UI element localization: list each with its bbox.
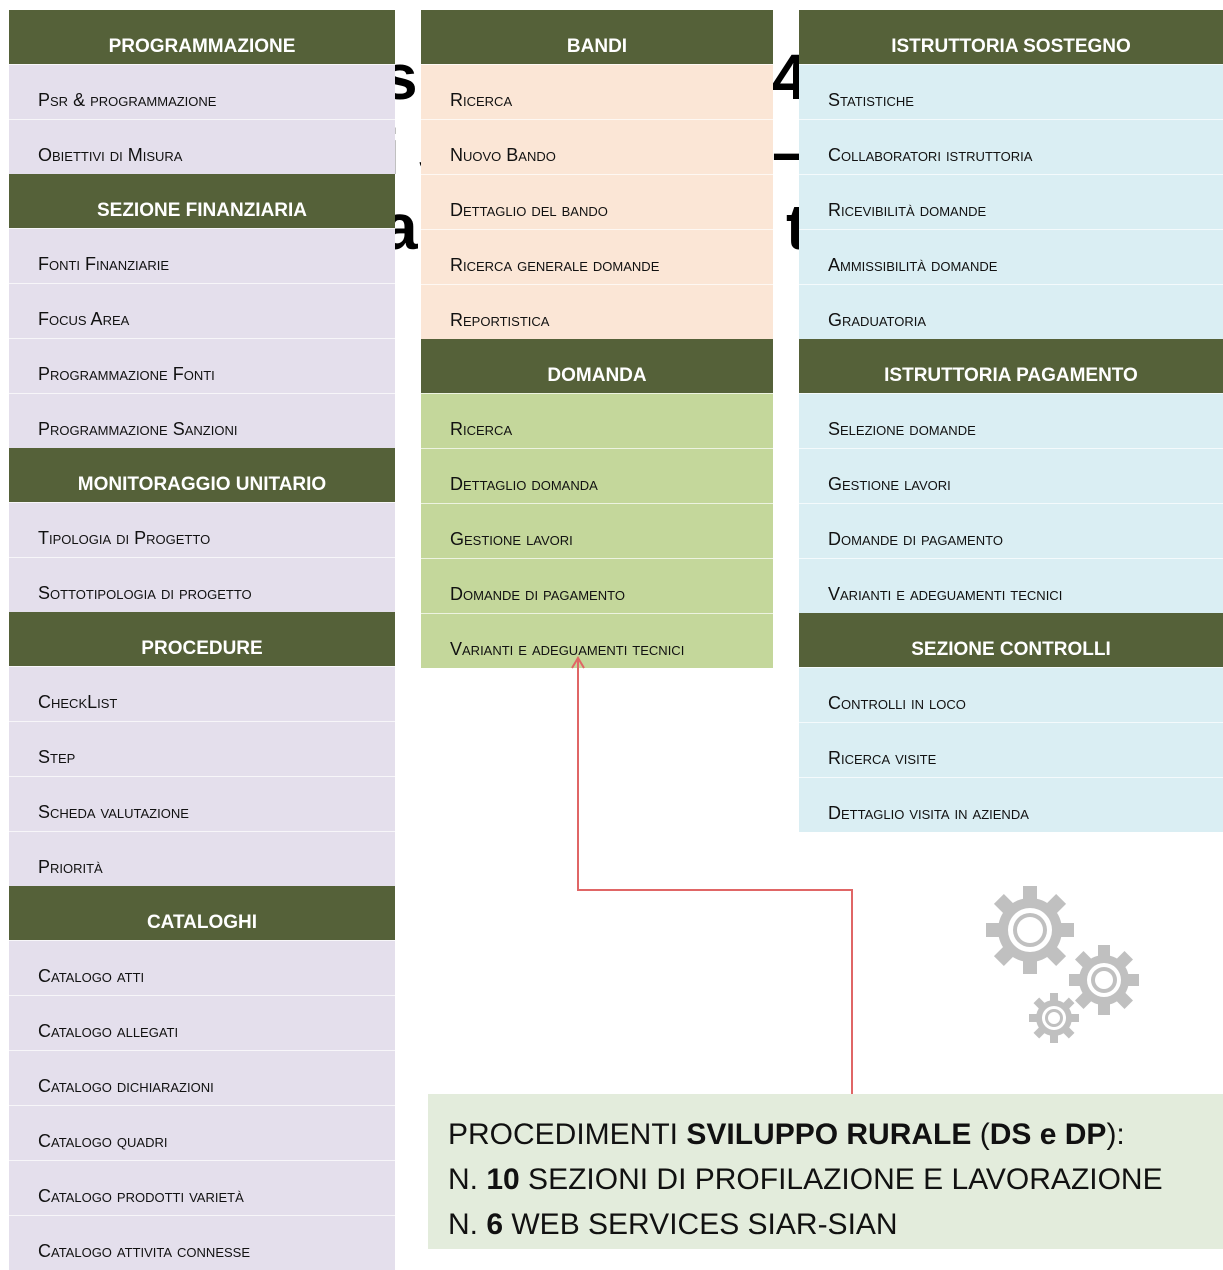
menu-item-fonti-finanziarie[interactable]: Fonti Finanziarie — [9, 228, 395, 283]
summary-line-1-mid: ( — [971, 1118, 990, 1151]
menu-item-catalogo-quadri[interactable]: Catalogo quadri — [9, 1105, 395, 1160]
menu-item-checklist[interactable]: CheckList — [9, 666, 395, 721]
menu-item-graduatoria[interactable]: Graduatoria — [799, 284, 1223, 339]
menu-item-domanda-gestione-lavori[interactable]: Gestione lavori — [421, 503, 773, 558]
summary-line-3-suffix: WEB SERVICES SIAR-SIAN — [503, 1208, 898, 1241]
menu-item-step[interactable]: Step — [9, 721, 395, 776]
connector-arrow — [571, 656, 853, 1094]
menu-item-obiettivi-di-misura[interactable]: Obiettivi di Misura — [9, 119, 395, 174]
left-column: PROGRAMMAZIONE Psr & programmazione Obie… — [9, 10, 395, 1270]
section-header-procedure: PROCEDURE — [9, 612, 395, 666]
menu-item-reportistica[interactable]: Reportistica — [421, 284, 773, 339]
summary-line-2: N. 10 SEZIONI DI PROFILAZIONE E LAVORAZI… — [448, 1157, 1223, 1202]
menu-item-controlli-in-loco[interactable]: Controlli in loco — [799, 667, 1223, 722]
menu-item-dettaglio-domanda[interactable]: Dettaglio domanda — [421, 448, 773, 503]
section-header-programmazione: PROGRAMMAZIONE — [9, 10, 395, 64]
summary-line-1: PROCEDIMENTI SVILUPPO RURALE (DS e DP): — [448, 1112, 1223, 1157]
summary-line-3-bold: 6 — [486, 1208, 504, 1241]
menu-item-catalogo-dichiarazioni[interactable]: Catalogo dichiarazioni — [9, 1050, 395, 1105]
menu-item-priorita[interactable]: Priorità — [9, 831, 395, 886]
menu-item-catalogo-allegati[interactable]: Catalogo allegati — [9, 995, 395, 1050]
menu-item-collaboratori-istruttoria[interactable]: Collaboratori istruttoria — [799, 119, 1223, 174]
menu-item-ricerca-generale-domande[interactable]: Ricerca generale domande — [421, 229, 773, 284]
section-header-istruttoria-pagamento: ISTRUTTORIA PAGAMENTO — [799, 339, 1223, 393]
summary-line-1-prefix: PROCEDIMENTI — [448, 1118, 687, 1151]
section-header-monitoraggio-unitario: MONITORAGGIO UNITARIO — [9, 448, 395, 502]
menu-item-tipologia-di-progetto[interactable]: Tipologia di Progetto — [9, 502, 395, 557]
menu-item-bandi-ricerca[interactable]: Ricerca — [421, 64, 773, 119]
section-header-domanda: DOMANDA — [421, 339, 773, 393]
summary-line-1-suffix: ): — [1106, 1118, 1125, 1151]
menu-item-ricevibilita-domande[interactable]: Ricevibilità domande — [799, 174, 1223, 229]
menu-item-dettaglio-del-bando[interactable]: Dettaglio del bando — [421, 174, 773, 229]
section-header-sezione-finanziaria: SEZIONE FINANZIARIA — [9, 174, 395, 228]
menu-item-catalogo-atti[interactable]: Catalogo atti — [9, 940, 395, 995]
menu-item-domanda-ricerca[interactable]: Ricerca — [421, 393, 773, 448]
summary-line-1-bold2: DS e DP — [989, 1118, 1107, 1151]
right-column: ISTRUTTORIA SOSTEGNO Statistiche Collabo… — [799, 10, 1223, 832]
menu-item-pagamento-gestione-lavori[interactable]: Gestione lavori — [799, 448, 1223, 503]
summary-line-3-prefix: N. — [448, 1208, 487, 1241]
menu-item-psr-programmazione[interactable]: Psr & programmazione — [9, 64, 395, 119]
section-header-bandi: BANDI — [421, 10, 773, 64]
menu-item-selezione-domande[interactable]: Selezione domande — [799, 393, 1223, 448]
menu-item-domanda-varianti[interactable]: Varianti e adeguamenti tecnici — [421, 613, 773, 668]
menu-item-sottotipologia-di-progetto[interactable]: Sottotipologia di progetto — [9, 557, 395, 612]
menu-item-programmazione-sanzioni[interactable]: Programmazione Sanzioni — [9, 393, 395, 448]
menu-item-statistiche[interactable]: Statistiche — [799, 64, 1223, 119]
menu-item-focus-area[interactable]: Focus Area — [9, 283, 395, 338]
menu-item-scheda-valutazione[interactable]: Scheda valutazione — [9, 776, 395, 831]
menu-item-pagamento-domande-di-pagamento[interactable]: Domande di pagamento — [799, 503, 1223, 558]
menu-item-pagamento-varianti[interactable]: Varianti e adeguamenti tecnici — [799, 558, 1223, 613]
section-header-cataloghi: CATALOGHI — [9, 886, 395, 940]
summary-line-3: N. 6 WEB SERVICES SIAR-SIAN — [448, 1202, 1223, 1247]
middle-column: BANDI Ricerca Nuovo Bando Dettaglio del … — [421, 10, 773, 668]
section-header-istruttoria-sostegno: ISTRUTTORIA SOSTEGNO — [799, 10, 1223, 64]
menu-item-ammissibilita-domande[interactable]: Ammissibilità domande — [799, 229, 1223, 284]
summary-line-2-prefix: N. — [448, 1163, 487, 1196]
section-header-sezione-controlli: SEZIONE CONTROLLI — [799, 613, 1223, 667]
menu-item-ricerca-visite[interactable]: Ricerca visite — [799, 722, 1223, 777]
menu-item-catalogo-prodotti-varieta[interactable]: Catalogo prodotti varietà — [9, 1160, 395, 1215]
summary-box: PROCEDIMENTI SVILUPPO RURALE (DS e DP): … — [428, 1094, 1223, 1249]
summary-line-2-bold: 10 — [486, 1163, 520, 1196]
gears-icon — [986, 886, 1139, 1043]
menu-item-domanda-domande-di-pagamento[interactable]: Domande di pagamento — [421, 558, 773, 613]
menu-item-programmazione-fonti[interactable]: Programmazione Fonti — [9, 338, 395, 393]
summary-line-1-bold: SVILUPPO RURALE — [686, 1118, 972, 1151]
menu-item-dettaglio-visita-in-azienda[interactable]: Dettaglio visita in azienda — [799, 777, 1223, 832]
summary-line-2-suffix: SEZIONI DI PROFILAZIONE E LAVORAZIONE — [519, 1163, 1163, 1196]
menu-item-nuovo-bando[interactable]: Nuovo Bando — [421, 119, 773, 174]
